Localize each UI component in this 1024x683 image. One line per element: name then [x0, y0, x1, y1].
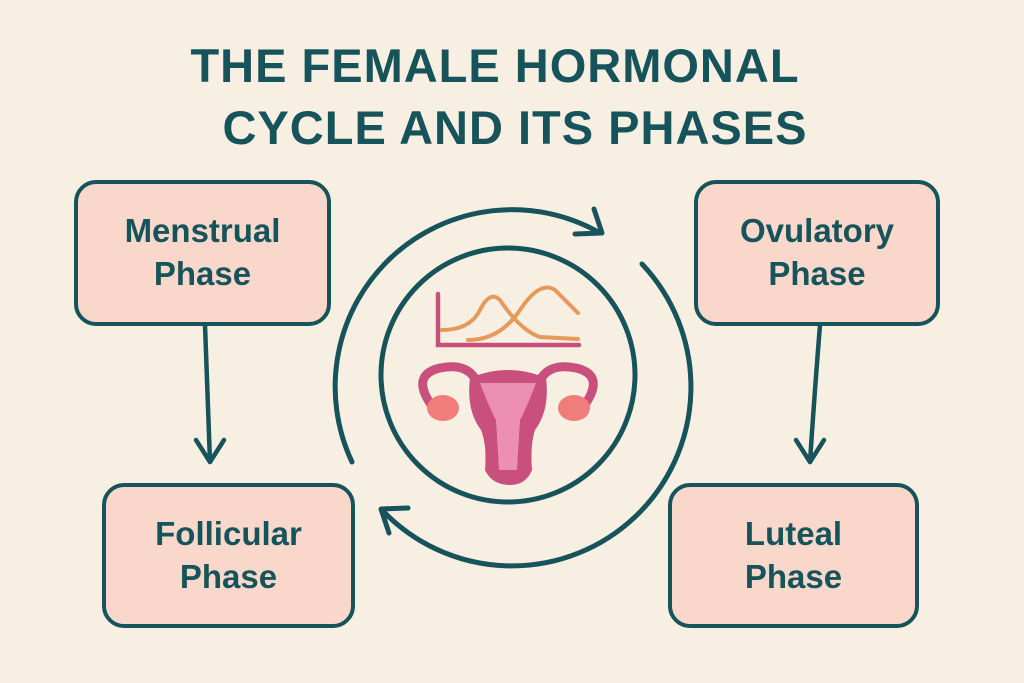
uterus-icon — [418, 362, 598, 485]
arrow-menstrual-to-follicular — [193, 322, 227, 465]
phase-label: Phase — [744, 557, 843, 595]
phase-label: Follicular — [155, 514, 302, 552]
phase-label: Menstrual — [124, 212, 281, 250]
phase-label: Phase — [179, 557, 278, 595]
cycle-arrow-bottom — [378, 261, 694, 569]
title-line-2: CYCLE AND ITS PHASES — [222, 101, 808, 154]
phase-box-follicular[interactable]: Follicular Phase — [102, 483, 355, 628]
title-line-1: THE FEMALE HORMONAL — [190, 39, 800, 92]
left-ovary — [427, 395, 459, 421]
phase-label: Phase — [153, 255, 252, 292]
right-ovary — [558, 395, 590, 421]
hormone-chart-icon — [435, 285, 582, 348]
phase-box-luteal[interactable]: Luteal Phase — [668, 483, 919, 628]
phase-box-ovulatory[interactable]: Ovulatory Phase — [694, 180, 940, 326]
phase-label: Ovulatory — [739, 212, 895, 250]
arrow-ovulatory-to-luteal — [793, 322, 827, 465]
inner-circle — [378, 245, 638, 505]
phase-label: Phase — [768, 255, 866, 292]
phase-box-menstrual[interactable]: Menstrual Phase — [74, 180, 331, 326]
cycle-arrow-top — [332, 206, 605, 465]
phase-label: Luteal — [744, 514, 843, 552]
